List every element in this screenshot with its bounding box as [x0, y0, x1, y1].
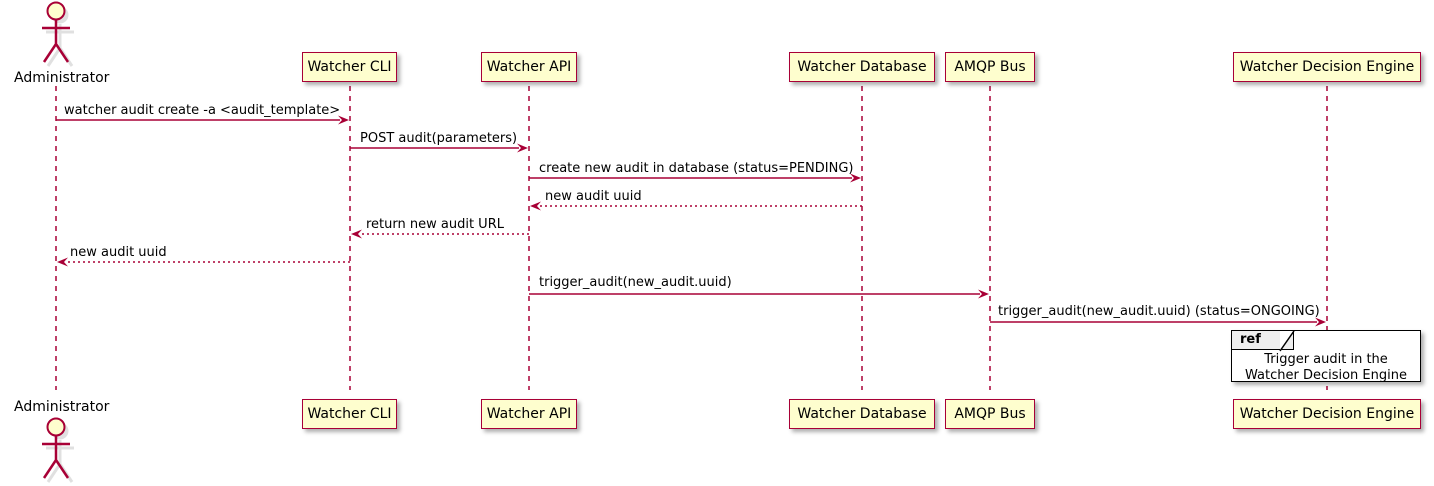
actor-figures-group [42, 1, 74, 483]
participant-label-watcher_db-top: Watcher Database [797, 59, 927, 75]
message-label-3: create new audit in database (status=PEN… [539, 161, 854, 176]
message-arrowhead-3 [850, 173, 861, 183]
message-label-5: return new audit URL [366, 217, 504, 232]
participant-box-decision_engine-top[interactable]: Watcher Decision Engine [1233, 52, 1421, 82]
actor-body-icon [42, 436, 70, 479]
participant-box-amqp_bus-top[interactable]: AMQP Bus [945, 52, 1035, 82]
message-arrows-group [56, 115, 1326, 327]
ref-fragment-line-2: Watcher Decision Engine [1245, 368, 1407, 383]
message-label-1: watcher audit create -a <audit_template> [64, 103, 341, 118]
ref-fragment-line-1: Trigger audit in the [1264, 352, 1388, 367]
lifelines-group [55, 86, 1328, 390]
participant-label-watcher_db-bottom: Watcher Database [797, 406, 927, 422]
actor-head-icon [46, 1, 66, 21]
participant-label-watcher_cli-bottom: Watcher CLI [307, 406, 392, 422]
actor-figure-administrator-bottom [42, 417, 74, 483]
actor-figure-administrator-top [42, 1, 74, 67]
participant-box-watcher_api-bottom[interactable]: Watcher API [481, 399, 577, 429]
participant-box-watcher_db-bottom[interactable]: Watcher Database [789, 399, 935, 429]
ref-fragment-fold-corner-icon [1279, 331, 1295, 352]
actor-head-icon [46, 417, 66, 437]
ref-fragment-operator-label: ref [1232, 331, 1294, 350]
message-label-4: new audit uuid [545, 189, 642, 204]
message-arrowhead-6 [57, 257, 68, 267]
participant-label-amqp_bus-bottom: AMQP Bus [954, 406, 1026, 422]
message-arrowhead-7 [978, 289, 989, 299]
participant-label-decision_engine-bottom: Watcher Decision Engine [1239, 406, 1415, 422]
participant-label-administrator-bottom: Administrator [14, 399, 110, 415]
message-arrowhead-4 [530, 201, 541, 211]
participant-box-decision_engine-bottom[interactable]: Watcher Decision Engine [1233, 399, 1421, 429]
message-arrowhead-1 [338, 115, 349, 125]
participant-label-administrator-top: Administrator [14, 70, 110, 86]
participant-box-watcher_db-top[interactable]: Watcher Database [789, 52, 935, 82]
participant-box-amqp_bus-bottom[interactable]: AMQP Bus [945, 399, 1035, 429]
participant-box-watcher_cli-bottom[interactable]: Watcher CLI [302, 399, 397, 429]
message-label-7: trigger_audit(new_audit.uuid) [539, 275, 732, 290]
participant-label-watcher_api-top: Watcher API [486, 59, 572, 75]
message-arrowhead-8 [1315, 317, 1326, 327]
participant-label-decision_engine-top: Watcher Decision Engine [1239, 59, 1415, 75]
participant-box-watcher_cli-top[interactable]: Watcher CLI [302, 52, 397, 82]
message-arrowhead-2 [517, 143, 528, 153]
participant-label-watcher_api-bottom: Watcher API [486, 406, 572, 422]
message-label-6: new audit uuid [70, 245, 167, 260]
participant-label-amqp_bus-top: AMQP Bus [954, 59, 1026, 75]
participant-box-watcher_api-top[interactable]: Watcher API [481, 52, 577, 82]
message-arrowhead-5 [351, 229, 362, 239]
participant-label-watcher_cli-top: Watcher CLI [307, 59, 392, 75]
message-label-8: trigger_audit(new_audit.uuid) (status=ON… [998, 304, 1320, 319]
actor-body-icon [42, 20, 70, 63]
message-label-2: POST audit(parameters) [360, 131, 518, 146]
